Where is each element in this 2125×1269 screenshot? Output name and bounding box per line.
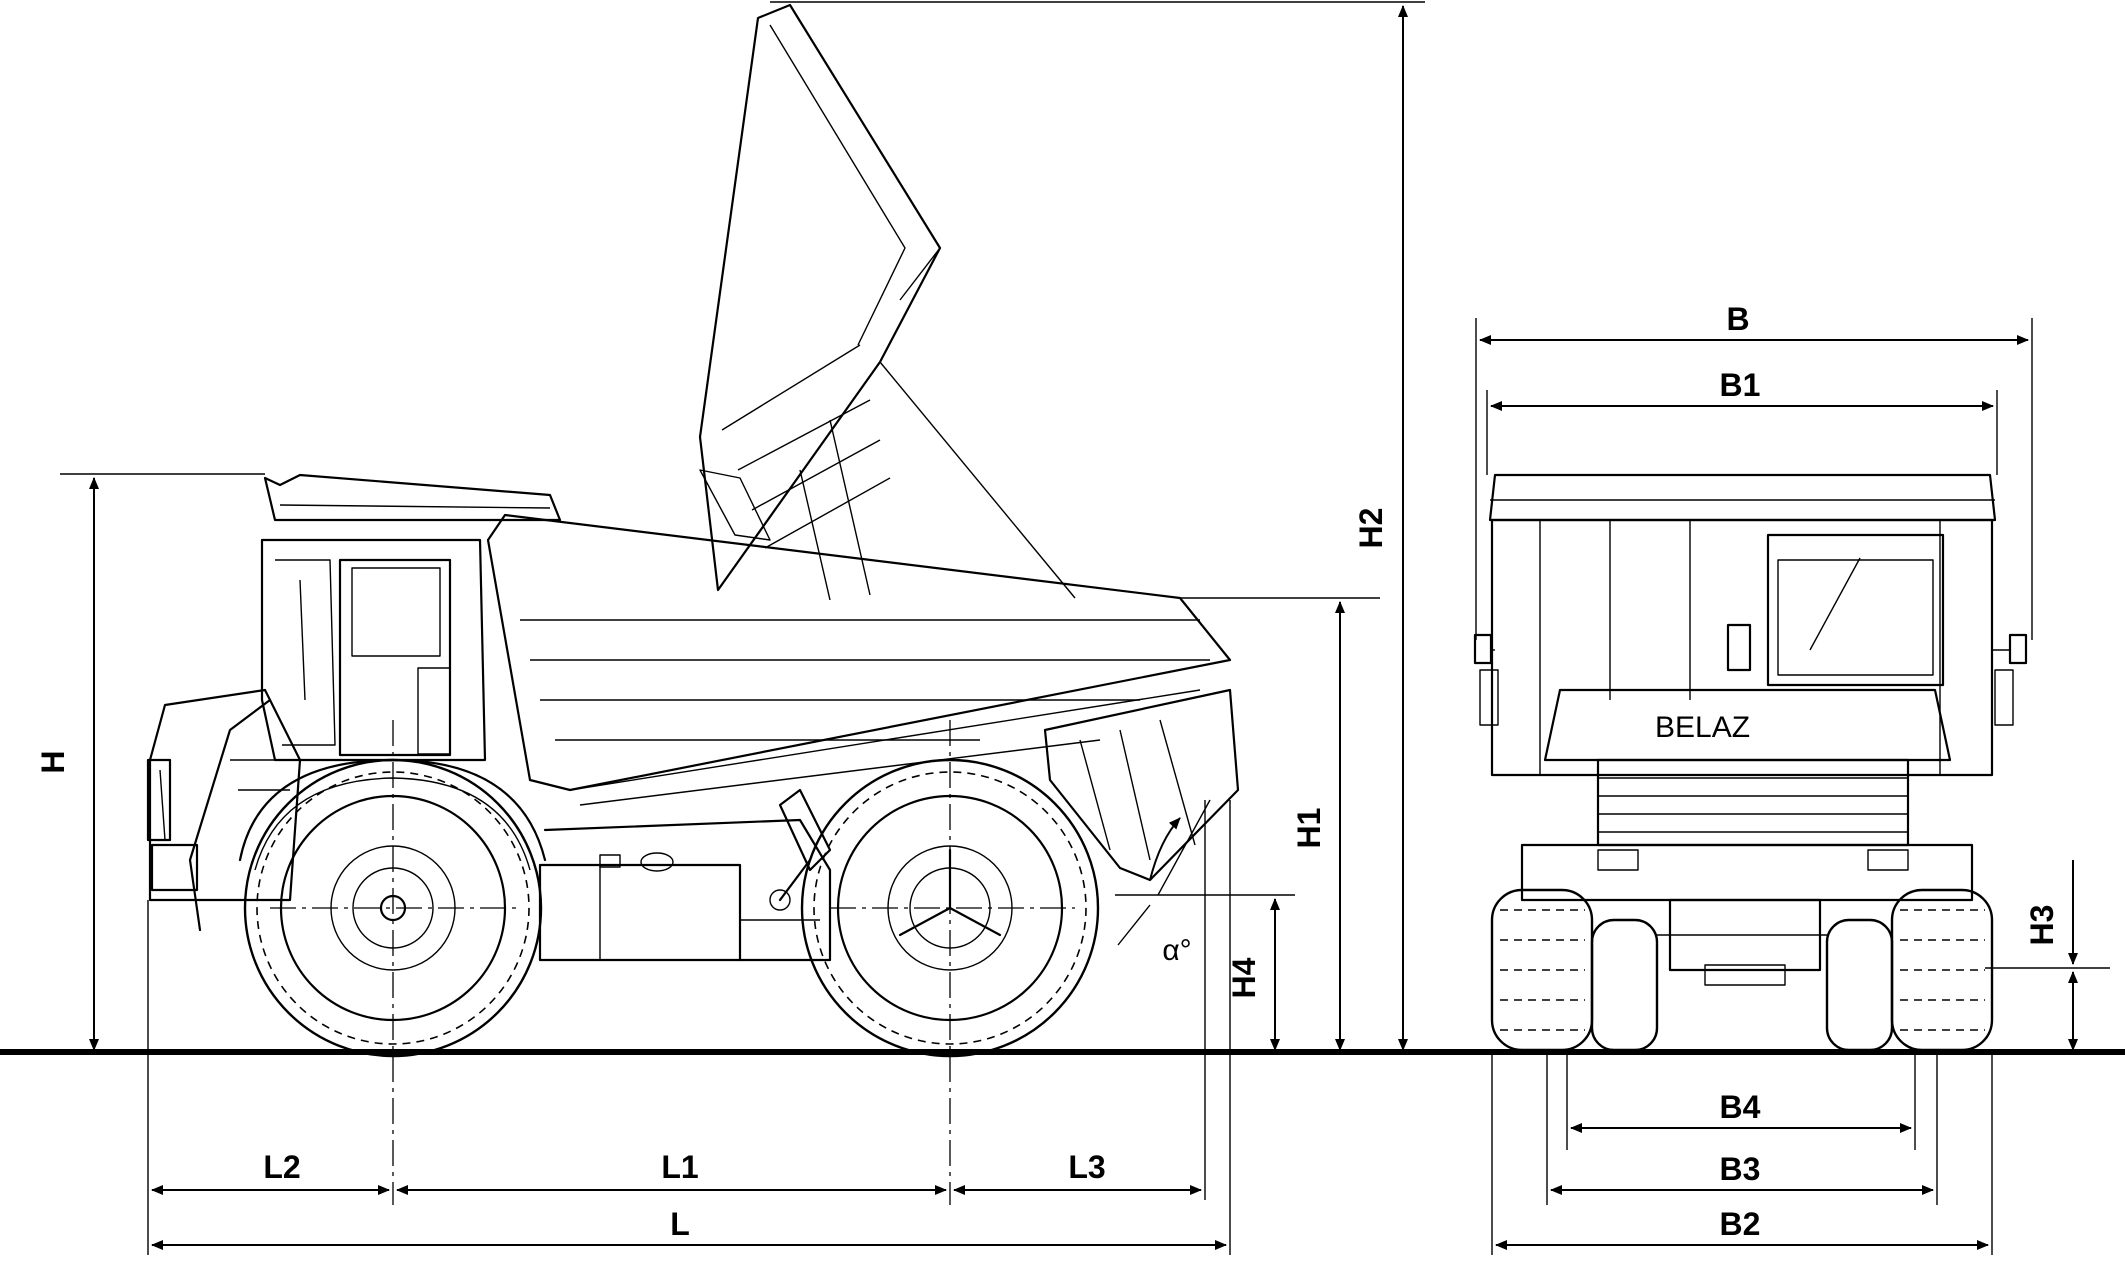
label-L3: L3 bbox=[1068, 1149, 1105, 1185]
label-L2: L2 bbox=[263, 1149, 300, 1185]
cab-canopy bbox=[263, 473, 562, 522]
side-view bbox=[146, 3, 1240, 1058]
label-H1: H1 bbox=[1291, 808, 1327, 849]
label-B1: B1 bbox=[1720, 367, 1761, 403]
label-H2: H2 bbox=[1353, 508, 1389, 549]
label-alpha: α° bbox=[1162, 934, 1191, 967]
label-B4: B4 bbox=[1720, 1089, 1761, 1125]
front-cab bbox=[1766, 533, 1945, 687]
front-right-tires bbox=[1825, 888, 1994, 1052]
fuel-tank bbox=[538, 863, 742, 962]
label-L: L bbox=[670, 1206, 690, 1242]
hood bbox=[146, 688, 302, 932]
lowered-dump-body bbox=[486, 513, 1240, 882]
svg-text:BELAZ: BELAZ bbox=[1655, 711, 1750, 744]
angle-arc bbox=[1149, 817, 1181, 881]
front-extension-lines bbox=[1475, 318, 2110, 1255]
label-H4: H4 bbox=[1226, 957, 1262, 998]
front-left-tires bbox=[1490, 888, 1659, 1052]
front-view: BELAZ bbox=[1473, 473, 2028, 1052]
label-L1: L1 bbox=[661, 1149, 698, 1185]
side-extension-lines bbox=[60, 1, 1425, 1255]
label-B: B bbox=[1726, 301, 1749, 337]
label-H3: H3 bbox=[2024, 905, 2060, 946]
label-B2: B2 bbox=[1720, 1206, 1761, 1242]
raised-dump-body bbox=[698, 3, 1076, 601]
cab bbox=[260, 538, 487, 762]
label-H: H bbox=[35, 750, 71, 773]
label-B3: B3 bbox=[1720, 1151, 1761, 1187]
